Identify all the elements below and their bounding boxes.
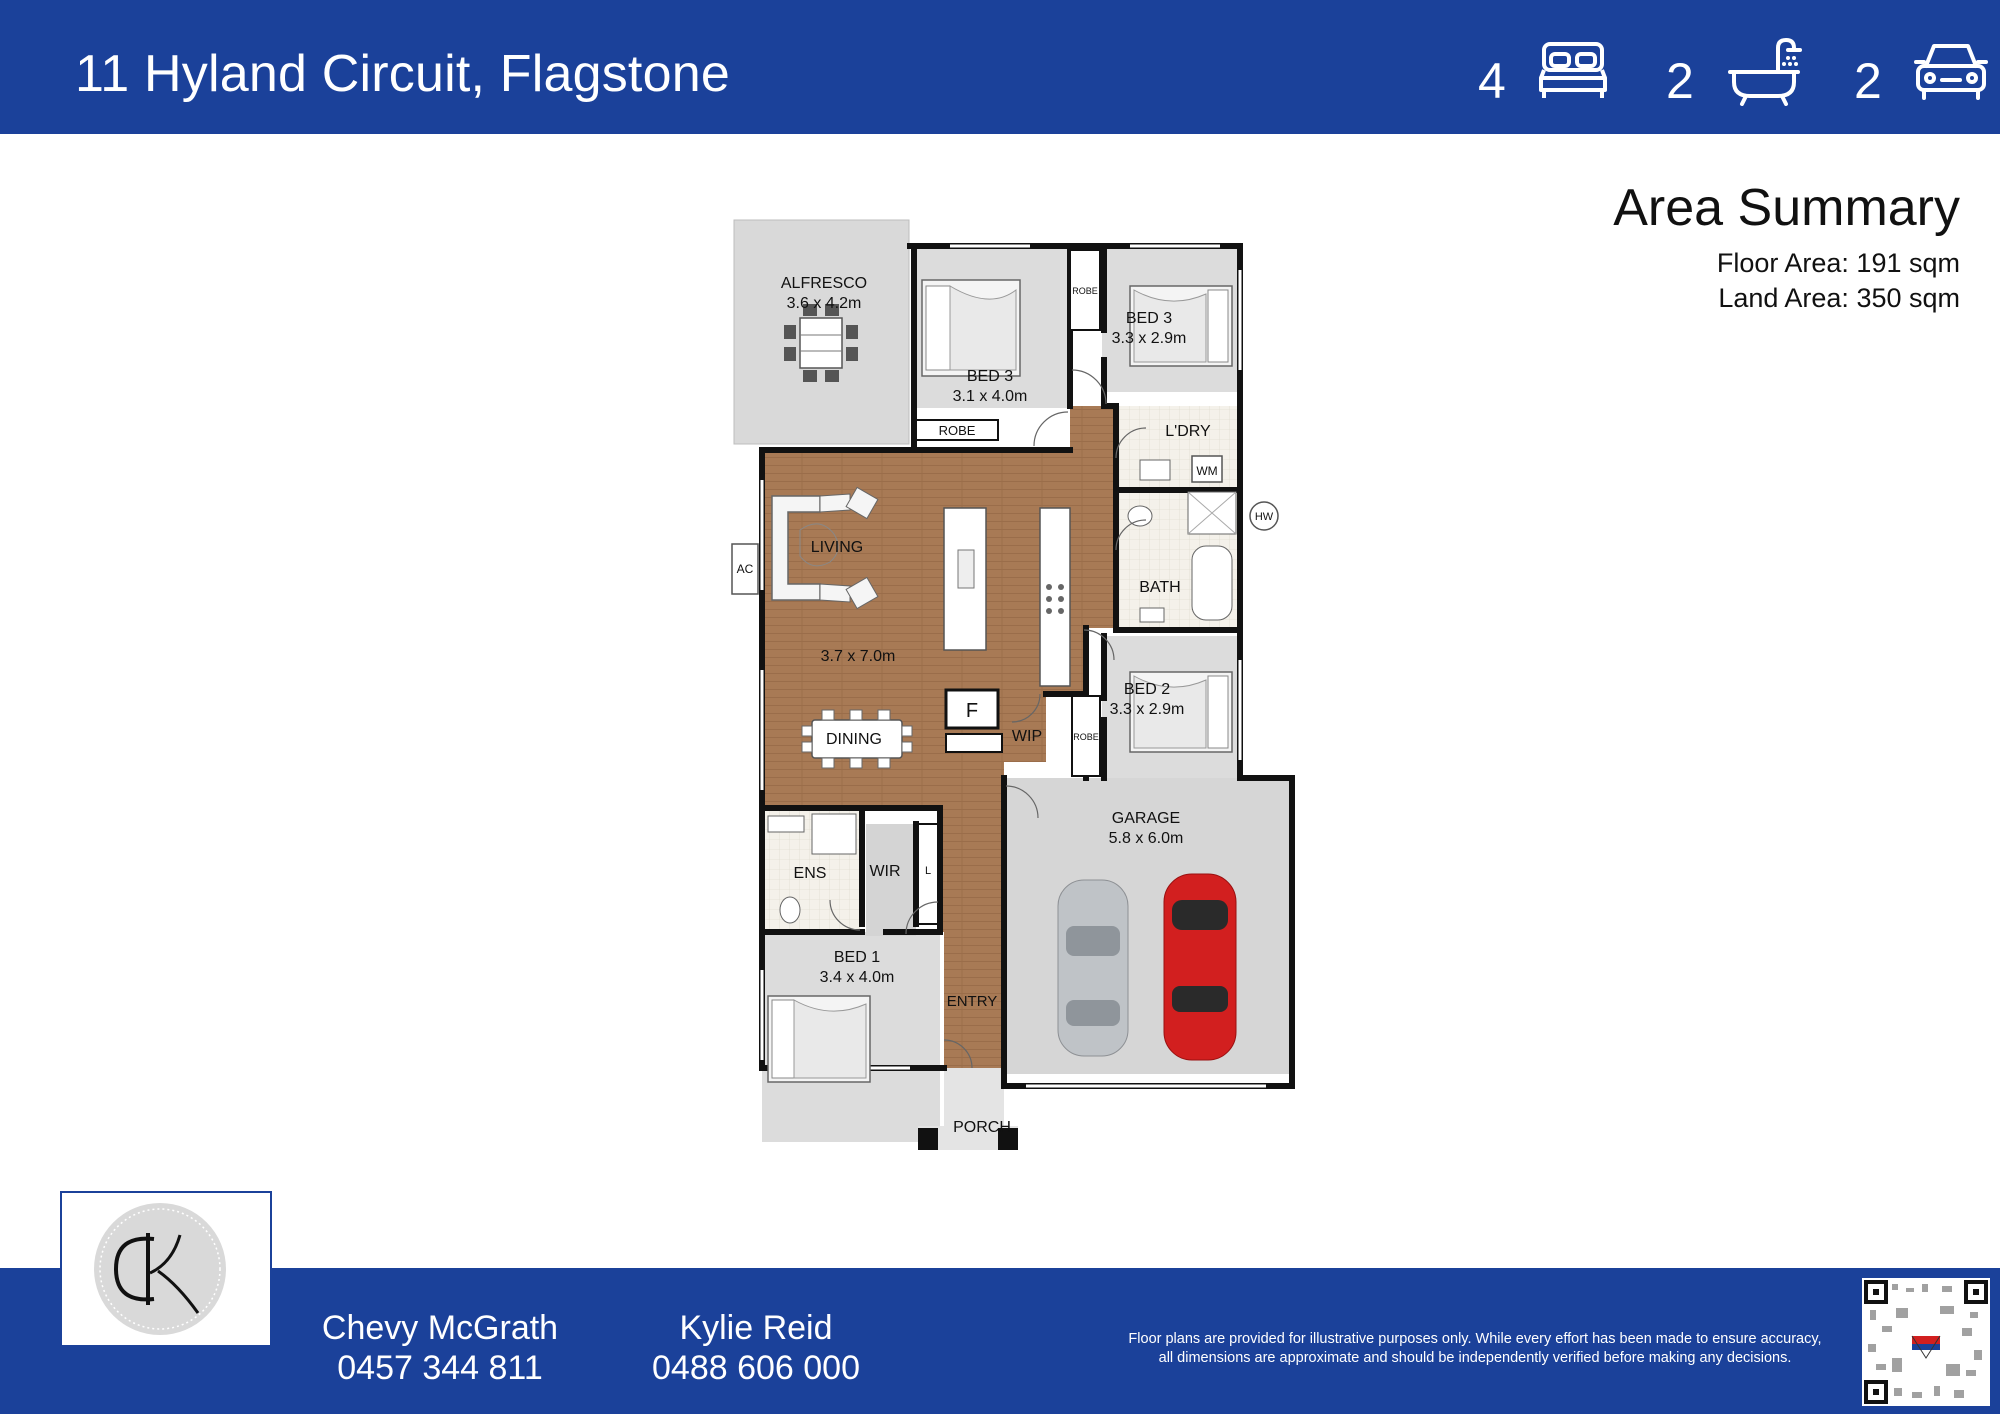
porch-post-right (998, 1128, 1018, 1150)
alfresco-dims: 3.6 x 4.2m (787, 295, 862, 312)
cooktop-icon (1046, 584, 1064, 614)
agent2-phone[interactable]: 0488 606 000 (652, 1349, 860, 1387)
washing-machine (1191, 455, 1223, 483)
wip-label: WIP (1012, 728, 1042, 745)
bed3-right-dims: 3.3 x 2.9m (1112, 330, 1187, 347)
fridge-label: F (966, 700, 978, 722)
bed3-left-dims: 3.1 x 4.0m (953, 388, 1028, 405)
garage-dims: 5.8 x 6.0m (1109, 830, 1184, 847)
bed1-dims: 3.4 x 4.0m (820, 969, 895, 986)
ensuite-vanity (767, 815, 805, 833)
porch-post-left (918, 1128, 938, 1150)
land-area: Land Area: 350 sqm (1718, 283, 1960, 313)
ensuite-toilet-icon (779, 896, 801, 924)
entry-label: ENTRY (947, 993, 998, 1010)
disclaimer-line-2: all dimensions are approximate and shoul… (1158, 1350, 1792, 1366)
living-dims: 3.7 x 7.0m (821, 648, 896, 665)
living-label: LIVING (811, 539, 863, 556)
agent-contact-2: Kylie Reid 0488 606 000 (626, 1308, 886, 1388)
hot-water-unit (1249, 501, 1279, 531)
dining-table (801, 709, 913, 769)
car-spaces-count: 2 (1854, 53, 1882, 109)
air-con-label: AC (737, 562, 754, 576)
agent-contact-1: Chevy McGrath 0457 344 811 (310, 1308, 570, 1388)
robe-top-label: ROBE (939, 423, 976, 438)
floor-area: Floor Area: 191 sqm (1716, 248, 1960, 278)
robe-bed2 (1071, 695, 1101, 777)
alfresco-label: ALFRESCO (781, 275, 867, 292)
bed-furniture-bed3-right (1129, 285, 1233, 367)
lounge-suite (771, 486, 879, 610)
robe-top (915, 419, 999, 441)
qr-code-icon (1862, 1278, 1990, 1406)
toilet-icon (1127, 505, 1153, 527)
laundry-tub (1139, 459, 1171, 481)
bathtub-icon (1728, 38, 1802, 106)
bed2-label: BED 2 (1124, 681, 1170, 698)
porch-label: PORCH (953, 1119, 1011, 1136)
disclaimer-line-1: Floor plans are provided for illustrativ… (1128, 1331, 1822, 1347)
garage-label: GARAGE (1112, 810, 1180, 827)
silver-car (1057, 879, 1129, 1057)
bed-furniture-bed3-left (921, 279, 1021, 377)
laundry-label: L'DRY (1165, 423, 1211, 440)
area-summary-title: Area Summary (1613, 179, 1960, 237)
bathtub (1191, 545, 1233, 621)
bed1-label: BED 1 (834, 949, 880, 966)
agent2-name: Kylie Reid (679, 1309, 833, 1347)
robe-small-label: ROBE (1072, 286, 1098, 296)
disclaimer: Floor plans are provided for illustrativ… (1100, 1330, 1850, 1368)
red-car (1163, 873, 1237, 1061)
ensuite-shower (811, 813, 857, 855)
bed3-left-label: BED 3 (967, 368, 1013, 385)
bed2-dims: 3.3 x 2.9m (1110, 701, 1185, 718)
living-timber-floor (762, 406, 1116, 1068)
bathrooms-count: 2 (1666, 53, 1694, 109)
hot-water-label: HW (1255, 511, 1274, 523)
wir-floor (866, 824, 916, 936)
kitchen-bench (1039, 507, 1071, 687)
agency-logo (60, 1191, 272, 1347)
ck-logo-icon (94, 1203, 226, 1335)
car-icon (1914, 44, 1988, 100)
wir-label: WIR (869, 863, 900, 880)
agent1-phone[interactable]: 0457 344 811 (337, 1349, 543, 1387)
agent1-name: Chevy McGrath (321, 1309, 559, 1347)
sink-icon (957, 549, 975, 589)
washing-machine-label: WM (1196, 464, 1217, 478)
robe-small (1069, 249, 1101, 331)
bath-label: BATH (1139, 579, 1180, 596)
door-swings (829, 369, 1147, 1069)
header-bar: 11 Hyland Circuit, Flagstone 4 2 (0, 0, 2000, 134)
garage-floor (1006, 778, 1290, 1074)
linen-label: L (925, 865, 931, 877)
bed-icon (1539, 42, 1607, 98)
bed-furniture-bed2 (1129, 671, 1233, 753)
floor-plan: ALFRESCO 3.6 x 4.2m (731, 219, 1295, 1150)
bed-furniture-bed1 (767, 995, 871, 1083)
porch-floor (944, 1068, 1004, 1126)
bedrooms-count: 4 (1478, 53, 1506, 109)
bed3-right-label: BED 3 (1126, 310, 1172, 327)
dining-label: DINING (826, 731, 882, 748)
air-con-unit (731, 543, 759, 595)
linen-cupboard (917, 823, 939, 925)
footer-bar: Chevy McGrath 0457 344 811 Kylie Reid 04… (0, 1268, 2000, 1414)
fridge-space (944, 688, 1000, 730)
property-address: 11 Hyland Circuit, Flagstone (75, 45, 730, 103)
qr-code[interactable] (1862, 1278, 1990, 1406)
robe-bed2-label: ROBE (1073, 732, 1099, 742)
ensuite-label: ENS (794, 865, 827, 882)
outdoor-table (784, 304, 858, 382)
